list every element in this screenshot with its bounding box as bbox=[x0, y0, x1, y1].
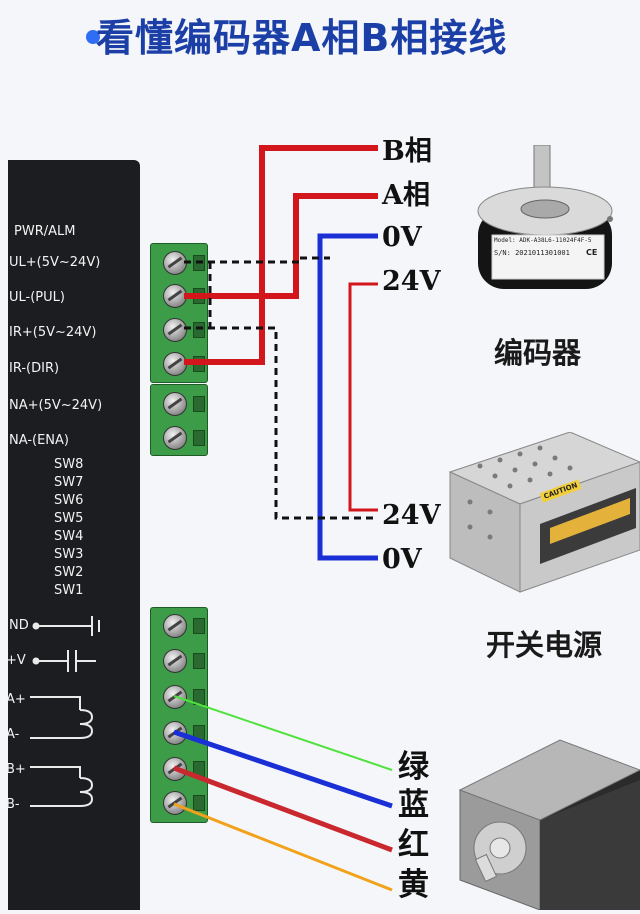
wire-24v bbox=[348, 282, 378, 512]
driver-label-pul-plus: UL+(5V~24V) bbox=[9, 255, 101, 270]
terminal-screw bbox=[163, 392, 187, 416]
label-0v: 0V bbox=[382, 222, 422, 253]
driver-label-sw1: SW1 bbox=[54, 583, 84, 598]
driver-label-ena-plus: NA+(5V~24V) bbox=[9, 398, 103, 413]
terminal-screw bbox=[163, 251, 187, 275]
encoder-caption: 编码器 bbox=[494, 336, 582, 370]
terminal-screw bbox=[163, 318, 187, 342]
label-a-phase: A相 bbox=[382, 180, 430, 211]
encoder-icon bbox=[477, 144, 613, 289]
label-yellow-wire: 黄 bbox=[398, 867, 429, 903]
motor-terminal-block bbox=[150, 607, 208, 823]
label-psu-0v: 0V bbox=[382, 544, 422, 575]
label-psu-24v: 24V bbox=[382, 500, 441, 531]
title-bullet-icon bbox=[86, 30, 100, 44]
driver-label-dir-minus: IR-(DIR) bbox=[9, 361, 60, 376]
driver-label-sw8: SW8 bbox=[54, 457, 84, 472]
coil-b-symbol-icon bbox=[30, 766, 94, 807]
terminal-slot bbox=[193, 795, 205, 811]
terminal-slot bbox=[193, 653, 205, 669]
terminal-slot bbox=[193, 322, 205, 338]
stepper-driver bbox=[8, 160, 140, 910]
encoder-sn-text: S/N: 2021011301001 bbox=[494, 249, 570, 257]
driver-label-pwr-alm: PWR/ALM bbox=[14, 224, 76, 239]
terminal-slot bbox=[193, 618, 205, 634]
power-supply-image: CAUTION bbox=[440, 431, 640, 602]
wire-0v bbox=[317, 233, 378, 561]
driver-label-ena-minus: NA-(ENA) bbox=[9, 433, 69, 448]
wire-a-phase bbox=[184, 193, 378, 299]
terminal-screw bbox=[163, 791, 187, 815]
label-green-wire: 绿 bbox=[398, 749, 429, 785]
terminal-screw bbox=[163, 614, 187, 638]
driver-label-pul-minus: UL-(PUL) bbox=[9, 290, 65, 305]
wire-b-phase bbox=[184, 145, 378, 365]
dashed-wire-upper bbox=[184, 258, 302, 264]
wire-green bbox=[173, 695, 393, 771]
terminal-screw bbox=[163, 284, 187, 308]
power-supply-icon bbox=[448, 431, 640, 593]
dashed-wire-common bbox=[184, 326, 376, 520]
stepper-motor-image bbox=[440, 730, 640, 911]
terminal-slot bbox=[193, 430, 205, 446]
encoder-ce-mark: CE bbox=[586, 248, 598, 257]
driver-label-sw2: SW2 bbox=[54, 565, 84, 580]
driver-label-sw5: SW5 bbox=[54, 511, 84, 526]
stepper-motor-icon bbox=[458, 739, 640, 911]
encoder-model-text: Model: ADK-A38L6-11024F4F-5 bbox=[494, 237, 592, 244]
driver-label-dir-plus: IR+(5V~24V) bbox=[9, 325, 97, 340]
page-title: 看懂编码器A相B相接线 bbox=[96, 16, 508, 60]
driver-label-gnd: ND bbox=[9, 618, 29, 633]
driver-label-b-minus: B- bbox=[6, 797, 20, 812]
terminal-screw bbox=[163, 649, 187, 673]
capacitor-symbol-icon bbox=[32, 650, 96, 672]
wire-red bbox=[173, 765, 393, 853]
driver-symbols bbox=[30, 616, 100, 807]
terminal-screw bbox=[163, 352, 187, 376]
encoder-image: Model: ADK-A38L6-11024F4F-5 S/N: 2021011… bbox=[470, 144, 620, 295]
driver-label-sw4: SW4 bbox=[54, 529, 84, 544]
driver-label-sw7: SW7 bbox=[54, 475, 84, 490]
driver-label-sw6: SW6 bbox=[54, 493, 84, 508]
label-b-phase: B相 bbox=[382, 136, 432, 167]
power-supply-caption: 开关电源 bbox=[486, 628, 603, 662]
label-red-wire: 红 bbox=[398, 827, 429, 863]
terminal-slot bbox=[193, 396, 205, 412]
label-24v: 24V bbox=[382, 266, 441, 297]
driver-label-a-minus: A- bbox=[6, 727, 20, 742]
label-blue-wire: 蓝 bbox=[398, 787, 429, 823]
driver-label-b-plus: B+ bbox=[6, 762, 26, 777]
terminal-screw bbox=[163, 426, 187, 450]
driver-label-vplus: +V bbox=[6, 653, 26, 668]
ground-symbol-icon bbox=[32, 616, 100, 636]
coil-a-symbol-icon bbox=[30, 696, 94, 739]
wire-blue bbox=[173, 729, 393, 809]
wire-yellow bbox=[173, 802, 393, 892]
driver-label-a-plus: A+ bbox=[6, 692, 26, 707]
driver-label-sw3: SW3 bbox=[54, 547, 84, 562]
